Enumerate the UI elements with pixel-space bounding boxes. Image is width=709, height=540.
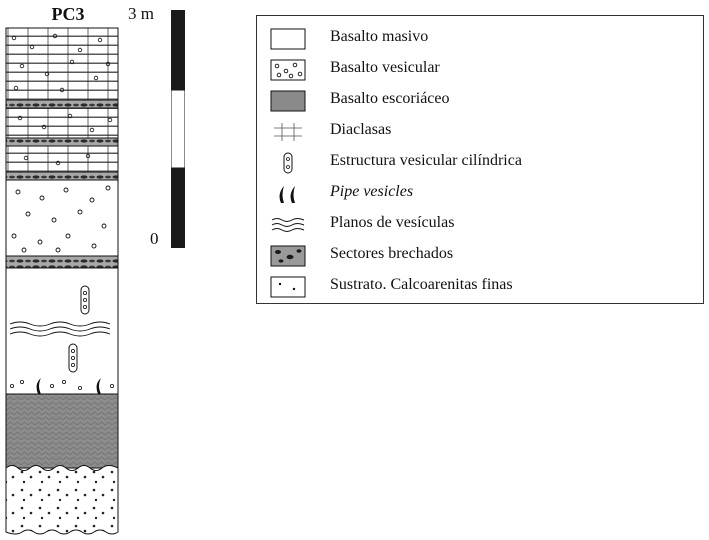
vesicle-planes-band xyxy=(9,321,111,337)
legend-item-cylinder: Estructura vesicular cilíndrica xyxy=(257,150,703,174)
layer-vesicular-basalt xyxy=(5,179,119,257)
legend-item-joints: Diaclasas xyxy=(257,119,703,143)
legend-label: Planos de vesículas xyxy=(330,214,455,231)
legend-label: Sectores brechados xyxy=(330,245,454,262)
layer-breccia-2 xyxy=(5,137,119,147)
scale-segment-bottom xyxy=(171,168,185,248)
vesicular-basalt-icon xyxy=(270,59,306,81)
vesicles-basal xyxy=(9,379,115,390)
scale-bottom-label: 0 xyxy=(150,229,159,248)
cylindrical-vesicle-icon xyxy=(283,152,293,174)
substrate-icon xyxy=(270,276,306,298)
scale-segment-middle xyxy=(171,89,185,169)
pipe-vesicles-basal xyxy=(36,378,101,394)
brecciated-sector-icon xyxy=(270,245,306,267)
legend-item-scoria: Basalto escoriáceo xyxy=(257,88,703,112)
legend-item-planes: Planos de vesículas xyxy=(257,212,703,236)
vesicles-middle xyxy=(17,113,113,133)
layer-breccia-1 xyxy=(5,99,119,109)
massive-basalt-icon xyxy=(270,28,306,50)
vesicles-upper xyxy=(11,33,111,93)
legend-item-pipe: Pipe vesicles xyxy=(257,181,703,205)
scoriaceous-basalt-icon xyxy=(270,90,306,112)
legend-item-massive: Basalto masivo xyxy=(257,26,703,50)
scale-top-label: 3 m xyxy=(128,4,154,23)
layer-jointed-vesicular-middle xyxy=(5,107,119,139)
vesicles-vesicular-layer xyxy=(11,185,111,253)
pipe-vesicles-icon xyxy=(279,186,295,203)
vesicle-planes-icon xyxy=(271,218,305,232)
scale-segment-top xyxy=(171,10,185,90)
scale-bar xyxy=(171,10,185,248)
legend-item-substrate: Sustrato. Calcoarenitas finas xyxy=(257,274,703,298)
legend-label: Sustrato. Calcoarenitas finas xyxy=(330,276,513,293)
legend-label: Estructura vesicular cilíndrica xyxy=(330,152,522,169)
legend-item-vesicular: Basalto vesicular xyxy=(257,57,703,81)
legend-item-breccia: Sectores brechados xyxy=(257,243,703,267)
layer-breccia-4 xyxy=(5,255,119,269)
legend-label: Diaclasas xyxy=(330,121,392,138)
vesicles-thin xyxy=(23,153,91,166)
legend-label: Basalto escoriáceo xyxy=(330,90,450,107)
column-title: PC3 xyxy=(51,4,85,24)
layer-jointed-thin xyxy=(5,145,119,173)
joints-icon xyxy=(274,123,302,141)
legend-label: Pipe vesicles xyxy=(330,183,414,200)
cylindrical-vesicle-structure-1 xyxy=(80,285,90,315)
layer-breccia-3 xyxy=(5,171,119,181)
legend-box: Basalto masivo Basalto vesicular Basalto… xyxy=(256,15,704,304)
legend-label: Basalto vesicular xyxy=(330,59,440,76)
stratigraphic-column xyxy=(5,27,119,535)
layer-scoriaceous-basalt xyxy=(5,393,119,469)
layer-massive-basalt xyxy=(5,267,119,395)
legend-label: Basalto masivo xyxy=(330,28,429,45)
cylindrical-vesicle-structure-2 xyxy=(68,343,78,373)
layer-substrate xyxy=(5,465,119,535)
